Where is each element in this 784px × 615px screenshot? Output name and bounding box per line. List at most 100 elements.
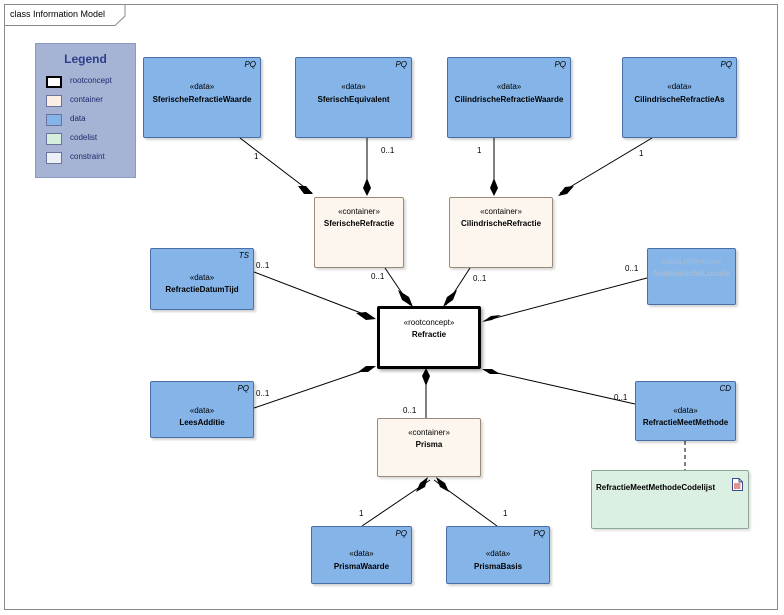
diagram-frame [4,4,778,610]
class-name: PrismaBasis [473,562,523,571]
multiplicity-label: 0..1 [381,146,395,155]
class-name: SferischeRefractie [323,219,395,228]
type-tag: PQ [237,384,249,393]
class-sferische-refractie[interactable]: «container» SferischeRefractie [314,197,404,268]
stereotype-label: «data,reference» [661,257,722,266]
stereotype-label: «data» [189,273,215,282]
class-refractie-meet-methode-codelijst[interactable]: RefractieMeetMethodeCodelijst [591,470,749,529]
legend-swatch-container [46,95,62,107]
class-name: RefractieMeetMethode [642,418,729,427]
class-sferische-refractie-waarde[interactable]: PQ «data» SferischeRefractieWaarde [143,57,261,138]
stereotype-label: «data» [485,549,511,558]
multiplicity-label: 0..1 [371,272,385,281]
frame-title: class Information Model [10,9,106,19]
legend: Legend rootconcept container data codeli… [35,43,136,178]
class-refractie[interactable]: «rootconcept» Refractie [377,306,481,369]
frame-tab [4,4,126,26]
stereotype-label: «data» [349,549,374,558]
class-refractie-datum-tijd[interactable]: TS «data» RefractieDatumTijd [150,248,254,310]
multiplicity-label: 1 [639,149,644,158]
type-tag: TS [238,251,249,260]
class-name: CilindrischeRefractieWaarde [454,95,564,104]
stereotype-label: «container» [408,428,450,437]
legend-label-codelist: codelist [70,133,98,142]
multiplicity-label: 0..1 [625,264,639,273]
class-prisma[interactable]: «container» Prisma [377,418,481,477]
diamond-sferische-refractie [398,290,413,307]
stereotype-label: «data» [189,82,215,91]
class-cilindrische-refractie[interactable]: «container» CilindrischeRefractie [449,197,553,268]
multiplicity-label: 1 [477,146,482,155]
type-tag: PQ [395,60,407,69]
stereotype-label: «container» [338,207,380,216]
class-anatomische-locatie[interactable]: «data,reference» AnatomischeLocatie [647,248,736,305]
diamond-refractie-meet-methode [482,369,500,374]
stereotype-label: «data» [496,82,522,91]
stereotype-label: «data» [189,406,215,415]
diamond-refractie-datum-tijd [356,312,376,320]
legend-swatch-codelist [46,133,62,145]
class-name: CilindrischeRefractieAs [634,95,725,104]
legend-label-constraint: constraint [70,152,105,161]
type-tag: PQ [244,60,256,69]
multiplicity-label: 0..1 [256,261,270,270]
multiplicity-label: 0..1 [256,389,270,398]
diamond-sferische-refractie-waarde [298,186,313,194]
diamond-prisma-waarde [416,477,428,492]
stereotype-label: «data» [673,406,698,415]
diamond-prisma [422,368,430,386]
connector-refractie-meet-methode [483,369,636,405]
diamond-lees-additie [358,366,376,372]
multiplicity-label: 1 [359,509,364,518]
class-prisma-waarde[interactable]: PQ «data» PrismaWaarde [311,526,412,584]
stereotype-label: «container» [480,207,522,216]
legend-swatch-constraint [46,152,62,164]
legend-swatch-data [46,114,62,126]
diamond-cilindrische-refractie-as [558,186,574,196]
legend-swatch-rootconcept [46,76,62,88]
type-tag: PQ [395,529,407,538]
connector-sferische-refractie-waarde [239,137,313,194]
diamond-prisma-basis [436,477,449,492]
class-name: SferischEquivalent [317,95,390,104]
class-name: Refractie [411,330,447,339]
connector-cilindrische-refractie-as [559,137,653,194]
stereotype-label: «rootconcept» [403,318,455,327]
class-name: CilindrischeRefractie [460,219,542,228]
class-name: RefractieDatumTijd [165,285,239,294]
type-tag: PQ [533,529,545,538]
multiplicity-label: 1 [254,152,259,161]
class-name: Prisma [415,440,443,449]
legend-title: Legend [64,52,107,66]
connector-anatomische-locatie [483,277,648,322]
class-sferisch-equivalent[interactable]: PQ «data» SferischEquivalent [295,57,412,138]
legend-label-rootconcept: rootconcept [70,76,112,85]
class-name: AnatomischeLocatie [652,269,731,278]
class-lees-additie[interactable]: PQ «data» LeesAdditie [150,381,254,438]
class-refractie-meet-methode[interactable]: CD «data» RefractieMeetMethode [635,381,736,441]
stereotype-label: «data» [341,82,366,91]
multiplicity-label: 0..1 [614,393,628,402]
class-cilindrische-refractie-waarde[interactable]: PQ «data» CilindrischeRefractieWaarde [447,57,571,138]
document-icon [732,478,743,491]
multiplicity-label: 0..1 [403,406,417,415]
multiplicity-label: 1 [503,509,508,518]
connector-lees-additie [253,366,375,409]
diamond-anatomische-locatie [482,315,501,322]
class-name: LeesAdditie [179,418,225,427]
stereotype-label: «data» [667,82,692,91]
diamond-cilindrische-refractie-waarde [490,178,498,196]
class-name: SferischeRefractieWaarde [152,95,252,104]
multiplicity-label: 0..1 [473,274,487,283]
class-name: PrismaWaarde [333,562,390,571]
diamond-cilindrische-refractie [443,290,457,307]
type-tag: PQ [554,60,566,69]
connector-refractie-datum-tijd [253,271,375,319]
class-prisma-basis[interactable]: PQ «data» PrismaBasis [446,526,550,584]
class-cilindrische-refractie-as[interactable]: PQ «data» CilindrischeRefractieAs [622,57,737,138]
type-tag: CD [719,384,731,393]
diamond-sferisch-equivalent [363,178,371,196]
legend-label-data: data [70,114,86,123]
legend-label-container: container [70,95,103,104]
